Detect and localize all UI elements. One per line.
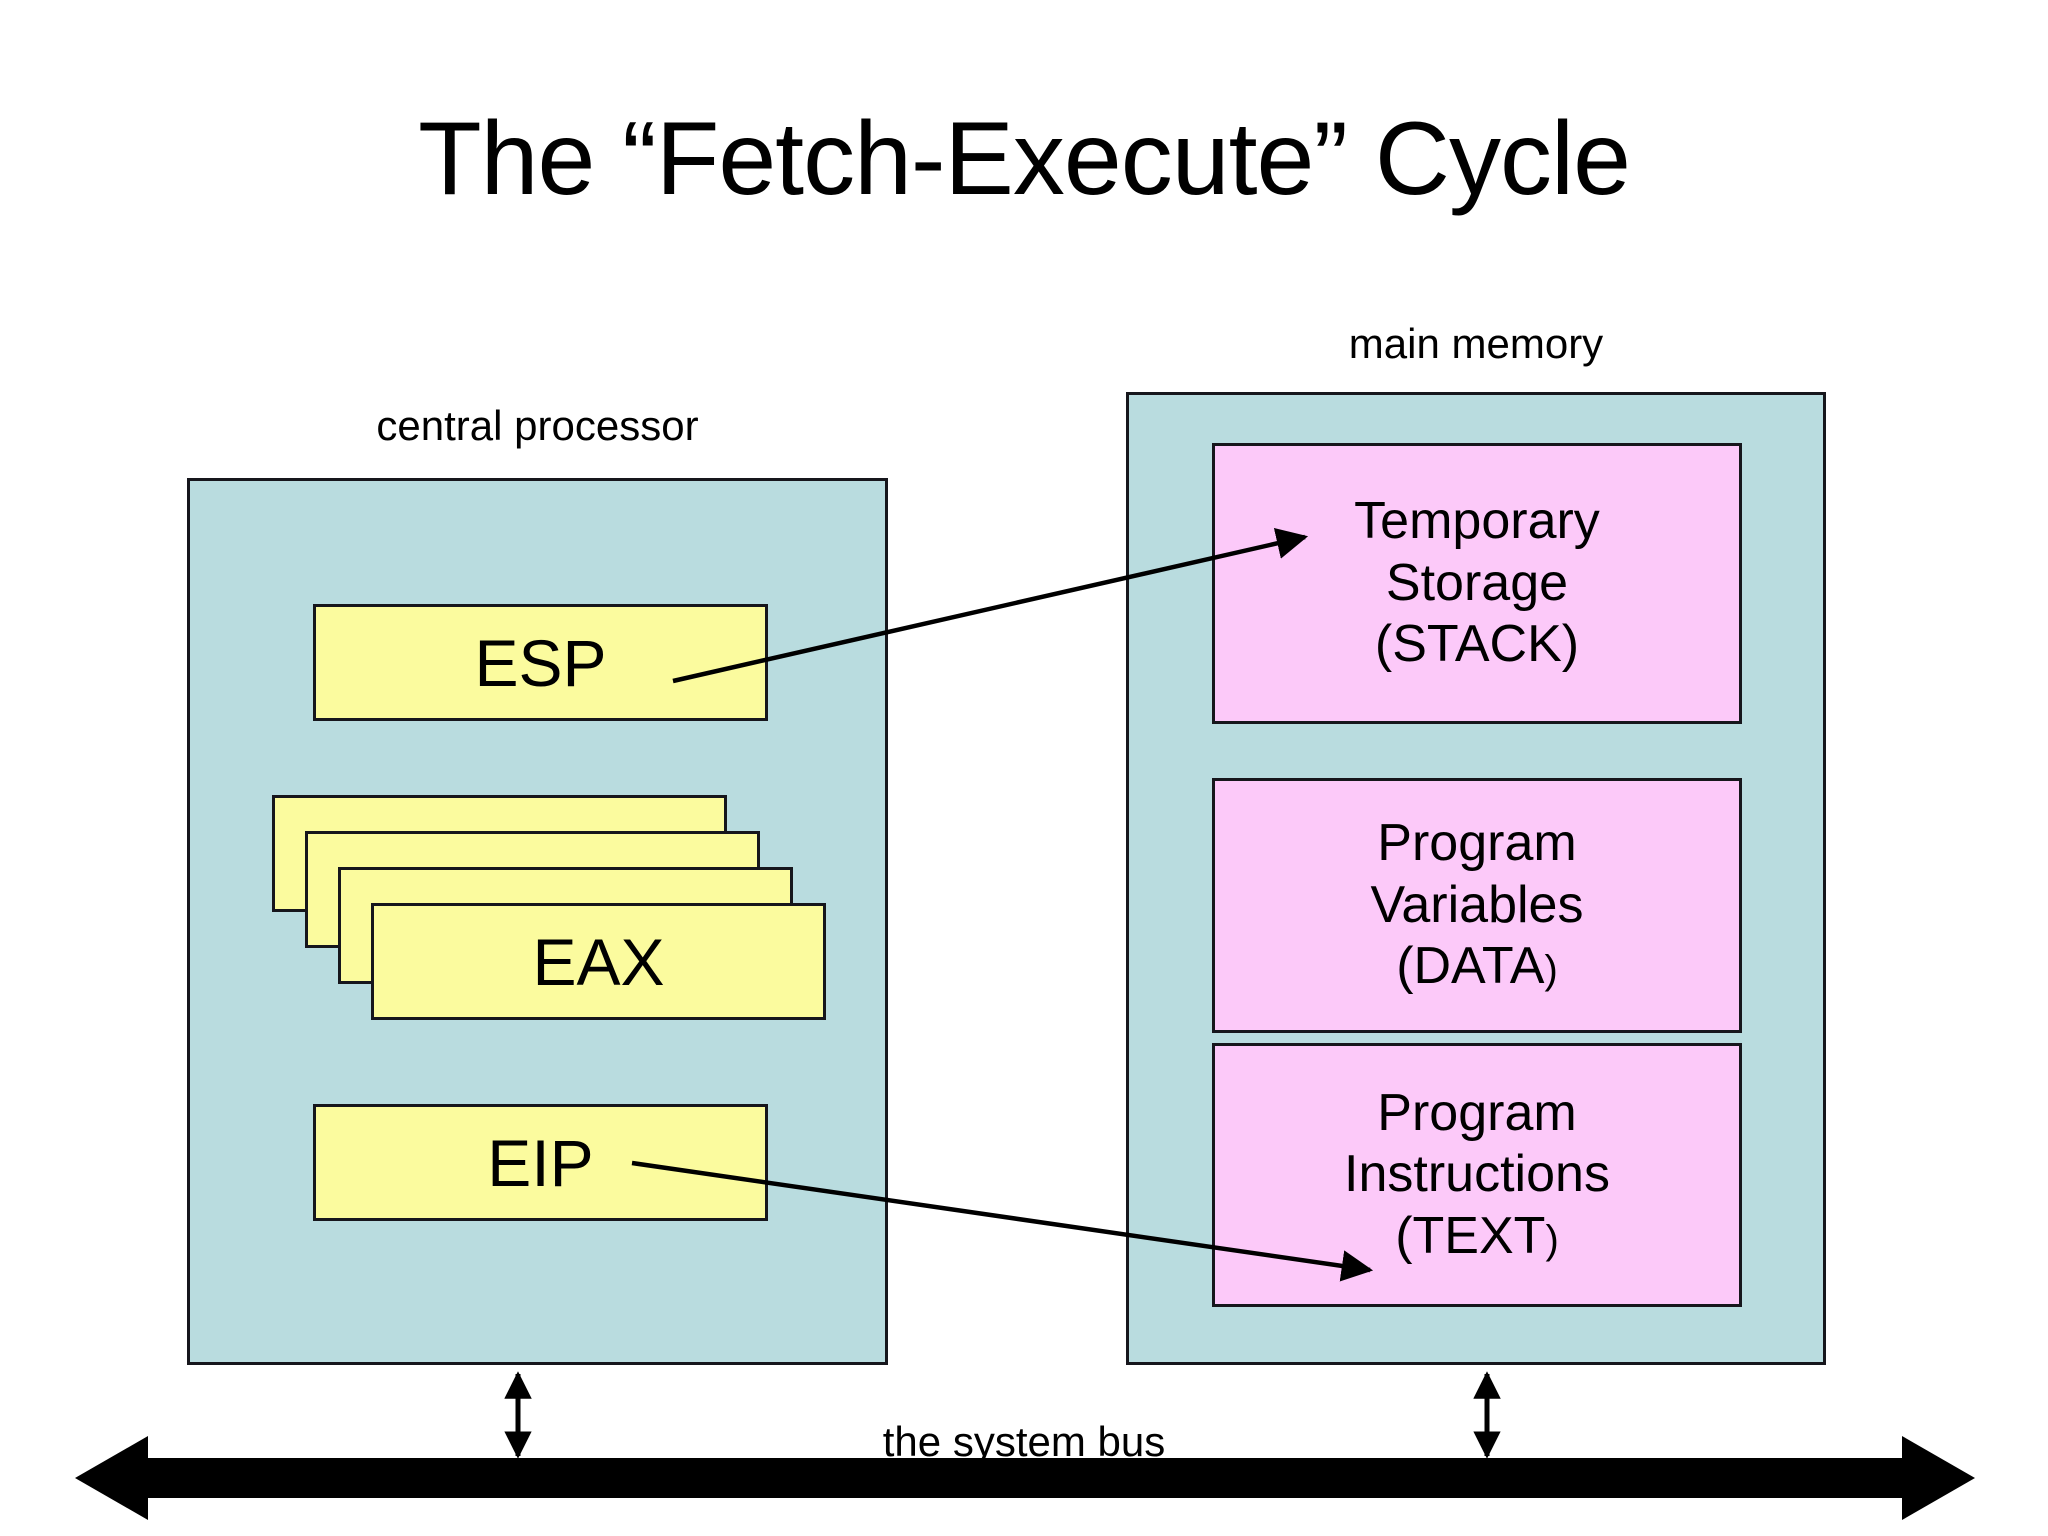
segment-data-line-3: (DATA) (1396, 936, 1558, 997)
register-eax: EAX (371, 903, 826, 1020)
system-bus-label: the system bus (882, 1418, 1166, 1465)
segment-stack-line-1: Temporary (1354, 492, 1600, 551)
memory-segment-stack: Temporary Storage (STACK) (1212, 443, 1742, 724)
segment-data-line-2: Variables (1370, 875, 1584, 934)
segment-text-line-2: Instructions (1344, 1145, 1610, 1204)
register-eip: EIP (313, 1104, 768, 1221)
memory-segment-text: Program Instructions (TEXT) (1212, 1043, 1742, 1307)
register-eax-stack: EAX (272, 795, 832, 1045)
segment-stack-line-2: Storage (1385, 553, 1569, 612)
main-memory-caption: main memory (1348, 320, 1604, 367)
segment-text-line-3: (TEXT) (1395, 1206, 1559, 1267)
memory-segment-data: Program Variables (DATA) (1212, 778, 1742, 1033)
segment-data-label: (DATA (1396, 937, 1545, 996)
central-processor-caption: central processor (376, 402, 699, 449)
page-title: The “Fetch-Execute” Cycle (418, 101, 1631, 217)
segment-stack-line-3: (STACK) (1374, 615, 1580, 674)
register-esp: ESP (313, 604, 768, 721)
segment-text-close-paren: ) (1545, 1217, 1559, 1262)
segment-text-label: (TEXT (1395, 1206, 1546, 1265)
segment-text-line-1: Program (1377, 1083, 1577, 1142)
segment-data-close-paren: ) (1544, 948, 1558, 993)
segment-data-line-1: Program (1377, 814, 1577, 873)
